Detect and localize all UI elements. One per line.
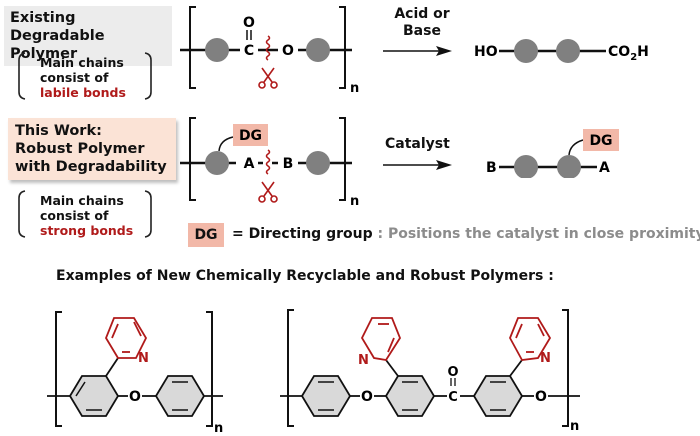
this-work-line3: with Degradability bbox=[15, 159, 167, 175]
dg-legend-badge: DG bbox=[188, 223, 224, 247]
robust-polymer-structure: DG A B n bbox=[180, 117, 359, 209]
pyridine-nitrogen: N bbox=[138, 351, 149, 366]
examples-title: Examples of New Chemically Recyclable an… bbox=[56, 268, 554, 284]
right-bracket bbox=[562, 309, 569, 427]
pyridine-nitrogen: N bbox=[358, 353, 369, 368]
monomer-node bbox=[306, 38, 330, 62]
repeat-n: n bbox=[350, 81, 359, 96]
labile-bonds-text: labile bonds bbox=[40, 85, 126, 100]
right-bracket bbox=[206, 311, 213, 427]
pyridine-ring bbox=[509, 317, 552, 361]
this-work-line1: This Work: bbox=[15, 123, 102, 139]
reaction-arrow-catalyst bbox=[383, 160, 452, 170]
left-bracket bbox=[55, 311, 62, 427]
benzene-ring bbox=[154, 375, 206, 417]
dg-box bbox=[233, 124, 268, 146]
dg-definition: = Directing group bbox=[232, 226, 373, 242]
existing-note: Main chains consist of labile bonds bbox=[40, 55, 126, 100]
ether-oxygen: O bbox=[535, 389, 547, 405]
repeat-n: n bbox=[570, 419, 579, 434]
this-work-label: This Work: Robust Polymer with Degradabi… bbox=[8, 118, 176, 180]
dg-legend-text: = Directing group : Positions the cataly… bbox=[232, 226, 700, 242]
directing-group-label: DG bbox=[589, 133, 612, 149]
monomer-node bbox=[205, 38, 229, 62]
example-polymer-1: N O n bbox=[47, 311, 223, 436]
ether-oxygen: O bbox=[361, 389, 373, 405]
directing-group-label: DG bbox=[239, 128, 262, 144]
existing-polymer-label: Existing Degradable Polymer bbox=[4, 6, 172, 66]
hydroxyl-group: HO bbox=[474, 44, 498, 60]
note-line: consist of bbox=[40, 70, 109, 85]
ester-oxygen: O bbox=[282, 43, 294, 59]
monomer-node bbox=[514, 39, 538, 63]
cleavage-wavy-line bbox=[265, 149, 271, 175]
dg-explanation: : Positions the catalyst in close proxim… bbox=[377, 226, 700, 242]
atom-b: B bbox=[283, 156, 294, 172]
repeat-n: n bbox=[214, 421, 223, 436]
scissors-icon bbox=[258, 67, 278, 89]
monomer-node bbox=[205, 151, 229, 175]
example-polymer-2: O N C O N O n bbox=[280, 309, 580, 434]
strong-bonds-text: strong bonds bbox=[40, 223, 134, 238]
acid-base-label: Acid or Base bbox=[387, 6, 457, 40]
left-bracket bbox=[189, 117, 196, 201]
pyridine-ring bbox=[360, 317, 402, 361]
arrow-label-line: Base bbox=[403, 23, 441, 39]
this-work-line2: Robust Polymer bbox=[15, 141, 145, 157]
atom-a: A bbox=[244, 156, 255, 172]
right-bracket bbox=[339, 6, 346, 89]
monomer-node bbox=[556, 39, 580, 63]
left-bracket bbox=[189, 6, 196, 89]
monomer-node bbox=[306, 151, 330, 175]
benzene-ring bbox=[300, 375, 352, 417]
repeat-n: n bbox=[350, 194, 359, 209]
carbonyl-carbon: C bbox=[448, 390, 458, 405]
acid-base-product: HO CO2H bbox=[474, 39, 649, 63]
note-line: consist of bbox=[40, 208, 109, 223]
carboxylic-acid-group: CO2H bbox=[608, 44, 649, 63]
atom-b: B bbox=[486, 160, 497, 176]
existing-polymer-structure: C O O n bbox=[180, 6, 359, 96]
scissors-icon bbox=[258, 181, 278, 203]
carbonyl-oxygen: O bbox=[243, 15, 255, 31]
arrow-label-line: Acid or bbox=[394, 6, 450, 22]
dg-box bbox=[583, 129, 619, 151]
benzene-ring bbox=[68, 375, 120, 417]
ether-oxygen: O bbox=[129, 389, 141, 405]
catalyst-label: Catalyst bbox=[385, 136, 450, 152]
this-work-note-parens bbox=[18, 190, 152, 238]
monomer-node bbox=[514, 155, 538, 178]
right-bracket bbox=[339, 117, 346, 201]
this-work-note: Main chains consist of strong bonds bbox=[40, 193, 133, 238]
left-bracket bbox=[287, 309, 294, 427]
pyridine-nitrogen: N bbox=[540, 351, 551, 366]
pyridine-ring bbox=[104, 317, 148, 359]
existing-note-parens bbox=[18, 52, 152, 100]
atom-a: A bbox=[599, 160, 610, 176]
existing-label-line2: Degradable Polymer bbox=[10, 28, 105, 62]
cleavage-wavy-line bbox=[265, 35, 271, 61]
benzene-ring bbox=[472, 375, 524, 417]
monomer-node bbox=[557, 155, 581, 178]
catalyst-product: B A DG bbox=[486, 129, 619, 178]
reaction-arrow-acid-base bbox=[383, 46, 452, 56]
note-line: Main chains bbox=[40, 55, 124, 70]
existing-label-line1: Existing bbox=[10, 10, 76, 26]
carbon-atom: C bbox=[244, 43, 254, 59]
note-line: Main chains bbox=[40, 193, 124, 208]
carbonyl-oxygen: O bbox=[447, 365, 458, 380]
benzene-ring bbox=[384, 375, 436, 417]
